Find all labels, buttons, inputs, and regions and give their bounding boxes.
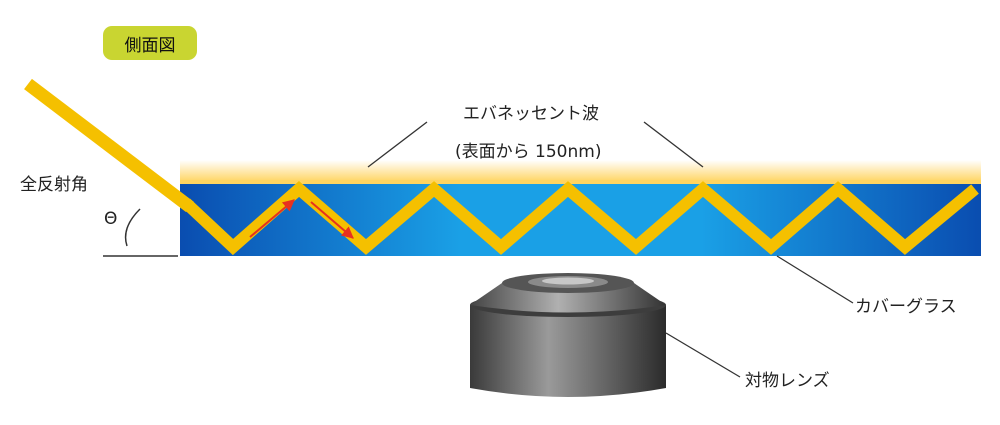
- leader-cover-glass: [776, 255, 854, 304]
- leader-objective-lens: [665, 332, 741, 378]
- evanescent-depth-label: (表面から 150nm): [455, 142, 602, 162]
- total-reflection-angle-label: 全反射角: [20, 175, 88, 195]
- cover-glass-top-edge: [180, 180, 981, 184]
- view-badge: 側面図: [103, 26, 197, 60]
- reflection-zigzag: [181, 181, 979, 256]
- objective-lens: [470, 273, 666, 397]
- theta-label: Θ: [104, 209, 118, 229]
- direction-arrow-up: [249, 199, 295, 238]
- direction-arrow-down: [310, 201, 354, 239]
- cover-glass-label: カバーグラス: [855, 297, 957, 317]
- incident-beam: [24, 78, 194, 213]
- objective-lens-label: 対物レンズ: [745, 371, 830, 391]
- leader-evanescent-right: [643, 121, 704, 168]
- evanescent-glow: [180, 160, 981, 182]
- angle-arc: [124, 208, 141, 247]
- leader-evanescent-left: [367, 121, 428, 168]
- evanescent-wave-label: エバネッセント波: [463, 104, 599, 124]
